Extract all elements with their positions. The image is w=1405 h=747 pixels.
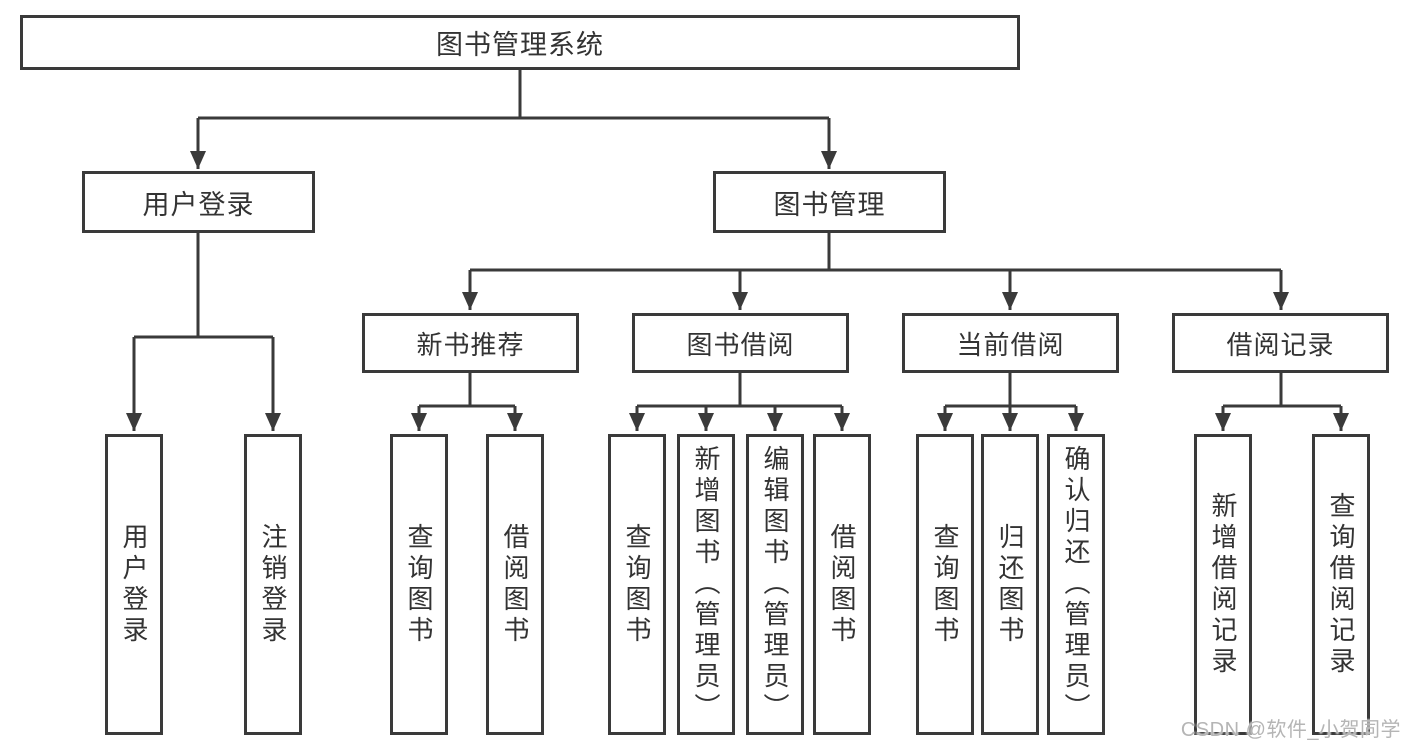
node-book-management: 图书管理 [713, 171, 946, 233]
leaf-query-books-current: 查询图书 [916, 434, 974, 735]
leaf-return-book: 归还图书 [981, 434, 1039, 735]
node-book-borrow: 图书借阅 [632, 313, 849, 373]
leaf-query-borrow-record: 查询借阅记录 [1312, 434, 1370, 735]
node-borrow-records: 借阅记录 [1172, 313, 1389, 373]
node-current-borrow: 当前借阅 [902, 313, 1119, 373]
leaf-confirm-return-admin: 确认归还（管理员） [1047, 434, 1105, 735]
leaf-borrow-books: 借阅图书 [813, 434, 871, 735]
leaf-add-book-admin: 新增图书（管理员） [677, 434, 735, 735]
leaf-query-books-recommend: 查询图书 [390, 434, 448, 735]
leaf-user-login: 用户登录 [105, 434, 163, 735]
node-user-login: 用户登录 [82, 171, 315, 233]
leaf-add-borrow-record: 新增借阅记录 [1194, 434, 1252, 735]
watermark: CSDN @软件_小贺同学 [1180, 719, 1401, 741]
leaf-query-books-borrow: 查询图书 [608, 434, 666, 735]
node-new-book-recommend: 新书推荐 [362, 313, 579, 373]
node-library-system: 图书管理系统 [20, 15, 1020, 70]
leaf-borrow-books-recommend: 借阅图书 [486, 434, 544, 735]
leaf-edit-book-admin: 编辑图书（管理员） [746, 434, 804, 735]
leaf-logout: 注销登录 [244, 434, 302, 735]
